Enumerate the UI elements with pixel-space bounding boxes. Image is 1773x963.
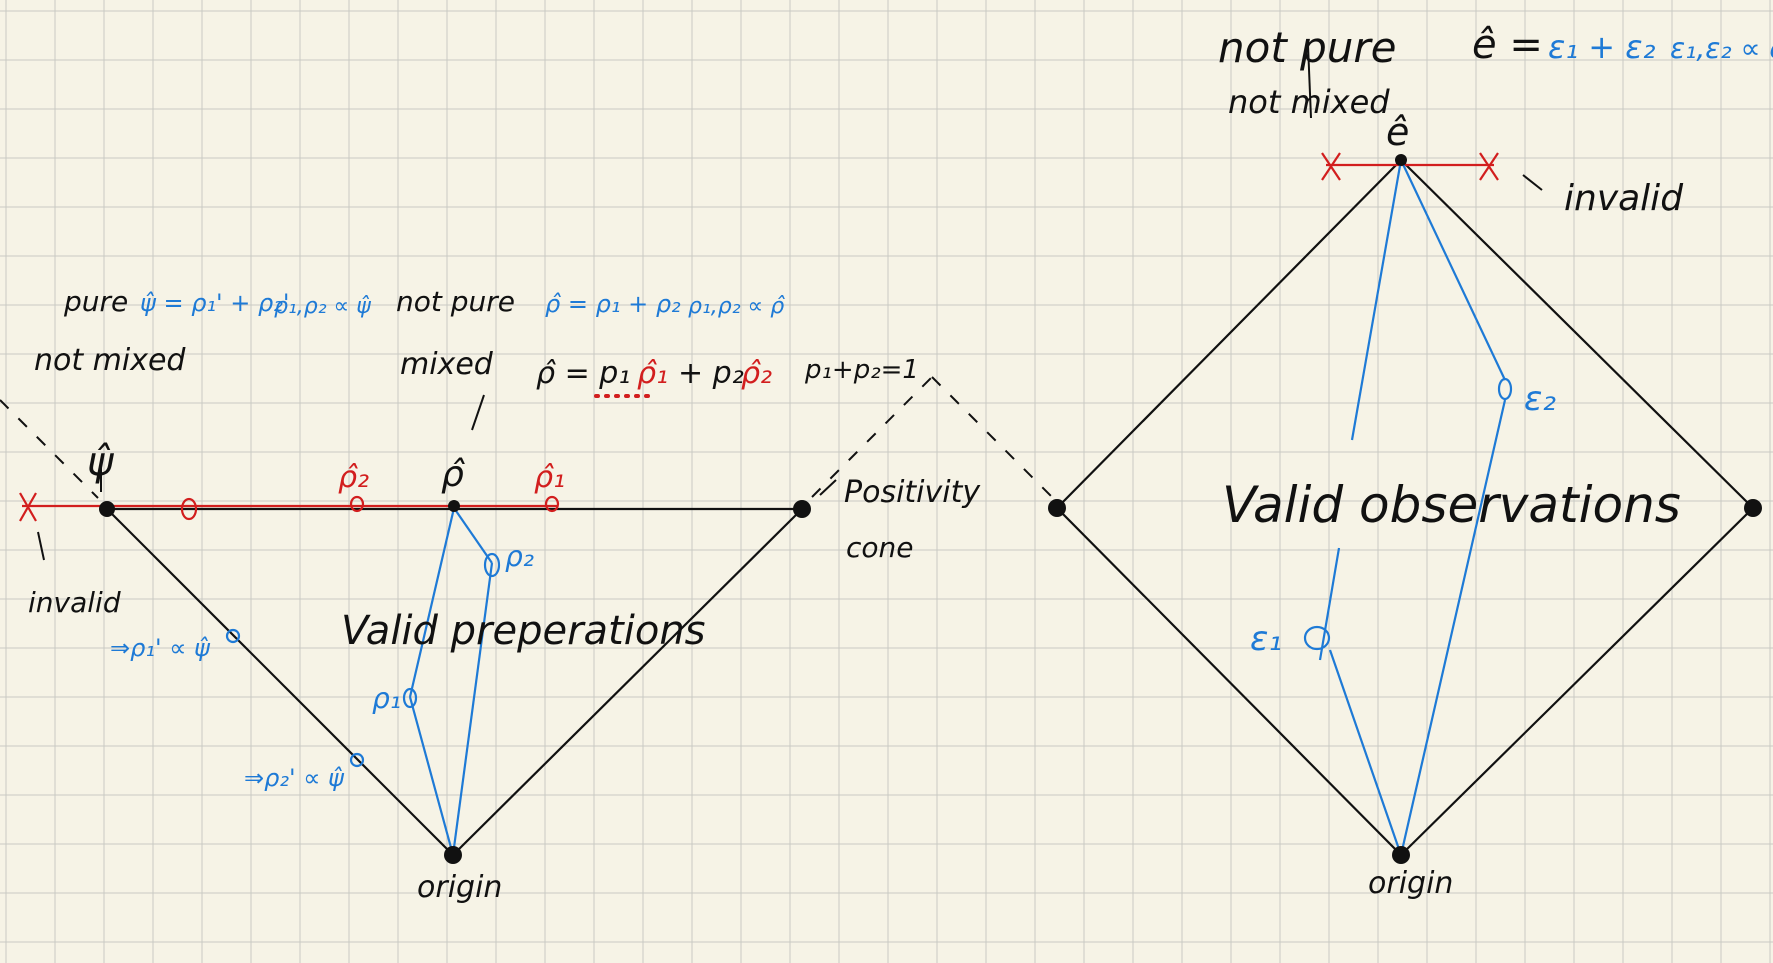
diamond-left-dot <box>1048 499 1066 517</box>
origin-label-right: origin <box>1368 866 1453 901</box>
eps1-upper <box>1350 159 1403 441</box>
rho2-hat-label: ρ̂₂ <box>338 460 369 495</box>
eps1-marker <box>1303 625 1331 651</box>
positivity-pointer <box>819 479 837 496</box>
cone-extension-dashes <box>0 376 1056 501</box>
pure-label: pure <box>63 285 128 318</box>
convex-combination-lead: ρ̂ = p₁ <box>536 356 630 391</box>
rho-hat-label: ρ̂ <box>441 454 465 495</box>
rho2-path <box>451 562 494 856</box>
mixed-label: mixed <box>400 347 494 382</box>
rho2-prime-label: ⇒ρ₂' ∝ ψ̂ <box>244 764 345 792</box>
positivity-label: Positivity <box>844 475 981 510</box>
preparation-cone <box>106 507 803 856</box>
e-hat-definition-lead: ê = <box>1472 22 1543 68</box>
cone-label: cone <box>846 531 914 564</box>
eps1-to-origin <box>1328 649 1403 856</box>
rho1-hat-label: ρ̂₁ <box>534 460 565 495</box>
rho1-marker <box>402 687 418 709</box>
rho2-prime-marker <box>349 752 365 768</box>
invalid-x-mark-right-b <box>1479 152 1499 181</box>
cone-right-edge <box>452 508 803 856</box>
rho1-prime-marker <box>225 628 241 644</box>
right-vertices <box>1048 154 1762 864</box>
eps2-lower <box>1399 399 1507 856</box>
valid-preparations-label: Valid preperations <box>341 608 706 654</box>
eps1-lower <box>1318 547 1341 661</box>
eps2-label: ε₂ <box>1524 379 1556 419</box>
right-dash-up <box>811 376 933 498</box>
invalid-label-right: invalid <box>1564 178 1684 219</box>
psi-hat-label: ψ̂ <box>87 439 115 485</box>
rho-hat-condition: ρ₁,ρ₂ ∝ ρ̂ <box>688 294 785 319</box>
rho1-to-rho-hat <box>408 507 456 698</box>
rho2-hat-marker <box>349 495 365 513</box>
right-dash-down <box>931 376 1056 501</box>
cone-left-edge <box>106 508 454 856</box>
red-circle-marker <box>180 497 198 521</box>
red-segment-right <box>1321 152 1499 181</box>
invalid-pointer-left <box>37 531 45 561</box>
convex-combination-rho1: ρ̂₁ <box>637 356 668 391</box>
origin-dot-left <box>444 846 462 864</box>
convex-combination-p2: + p₂ <box>678 356 744 391</box>
mixed-pointer <box>471 394 485 431</box>
origin-dot-right <box>1392 846 1410 864</box>
diamond-right-dot <box>1744 499 1762 517</box>
valid-observations-label: Valid observations <box>1222 476 1681 534</box>
e-hat-condition: ε₁,ε₂ ∝ ê <box>1670 32 1773 65</box>
not-pure-divider <box>1307 44 1312 119</box>
probability-sum: p₁+p₂=1 <box>804 355 919 385</box>
not-pure-label-left: not pure <box>396 285 515 318</box>
invalid-label-left: invalid <box>28 586 121 619</box>
left-vertices <box>99 500 811 864</box>
rho-hat-dot <box>448 500 460 512</box>
rho2-to-rho-hat <box>453 507 493 564</box>
psi-hat-dot <box>99 501 115 517</box>
rho1-path <box>408 696 455 856</box>
blue-decomposition-left <box>225 507 501 856</box>
origin-label-left: origin <box>417 870 502 905</box>
psi-hat-definition: ψ̂ = ρ₁' + ρ₂' <box>140 289 289 317</box>
e-hat-dot <box>1395 154 1407 166</box>
left-dash <box>0 399 99 499</box>
eps2-marker <box>1497 377 1513 401</box>
not-mixed-label-left: not mixed <box>34 343 186 378</box>
right-pointers <box>1307 44 1543 191</box>
rho2-label: ρ₂ <box>505 540 534 573</box>
cone-right-dot <box>793 500 811 518</box>
rho2-marker <box>483 552 501 578</box>
rho1-prime-label: ⇒ρ₁' ∝ ψ̂ <box>110 634 211 662</box>
rho1-label: ρ₁ <box>372 682 401 715</box>
psi-hat-condition: ρ₁,ρ₂ ∝ ψ̂ <box>274 294 371 319</box>
invalid-x-mark-right-a <box>1321 152 1341 181</box>
e-hat-definition-terms: ε₁ + ε₂ <box>1548 28 1656 66</box>
invalid-pointer-right <box>1522 174 1543 191</box>
rho-hat-definition: ρ̂ = ρ₁ + ρ₂ <box>545 290 681 318</box>
not-mixed-label-right: not mixed <box>1228 83 1390 121</box>
blue-decomposition-right <box>1303 159 1513 856</box>
eps2-upper <box>1400 159 1506 381</box>
rho1-hat-marker <box>544 495 560 513</box>
not-pure-label-right: not pure <box>1218 23 1397 72</box>
convex-combination-rho2: ρ̂₂ <box>741 356 772 391</box>
left-pointers <box>37 394 837 561</box>
eps1-label: ε₁ <box>1250 619 1282 659</box>
e-hat-label: ê <box>1386 110 1409 154</box>
invalid-x-mark-left <box>19 492 37 522</box>
